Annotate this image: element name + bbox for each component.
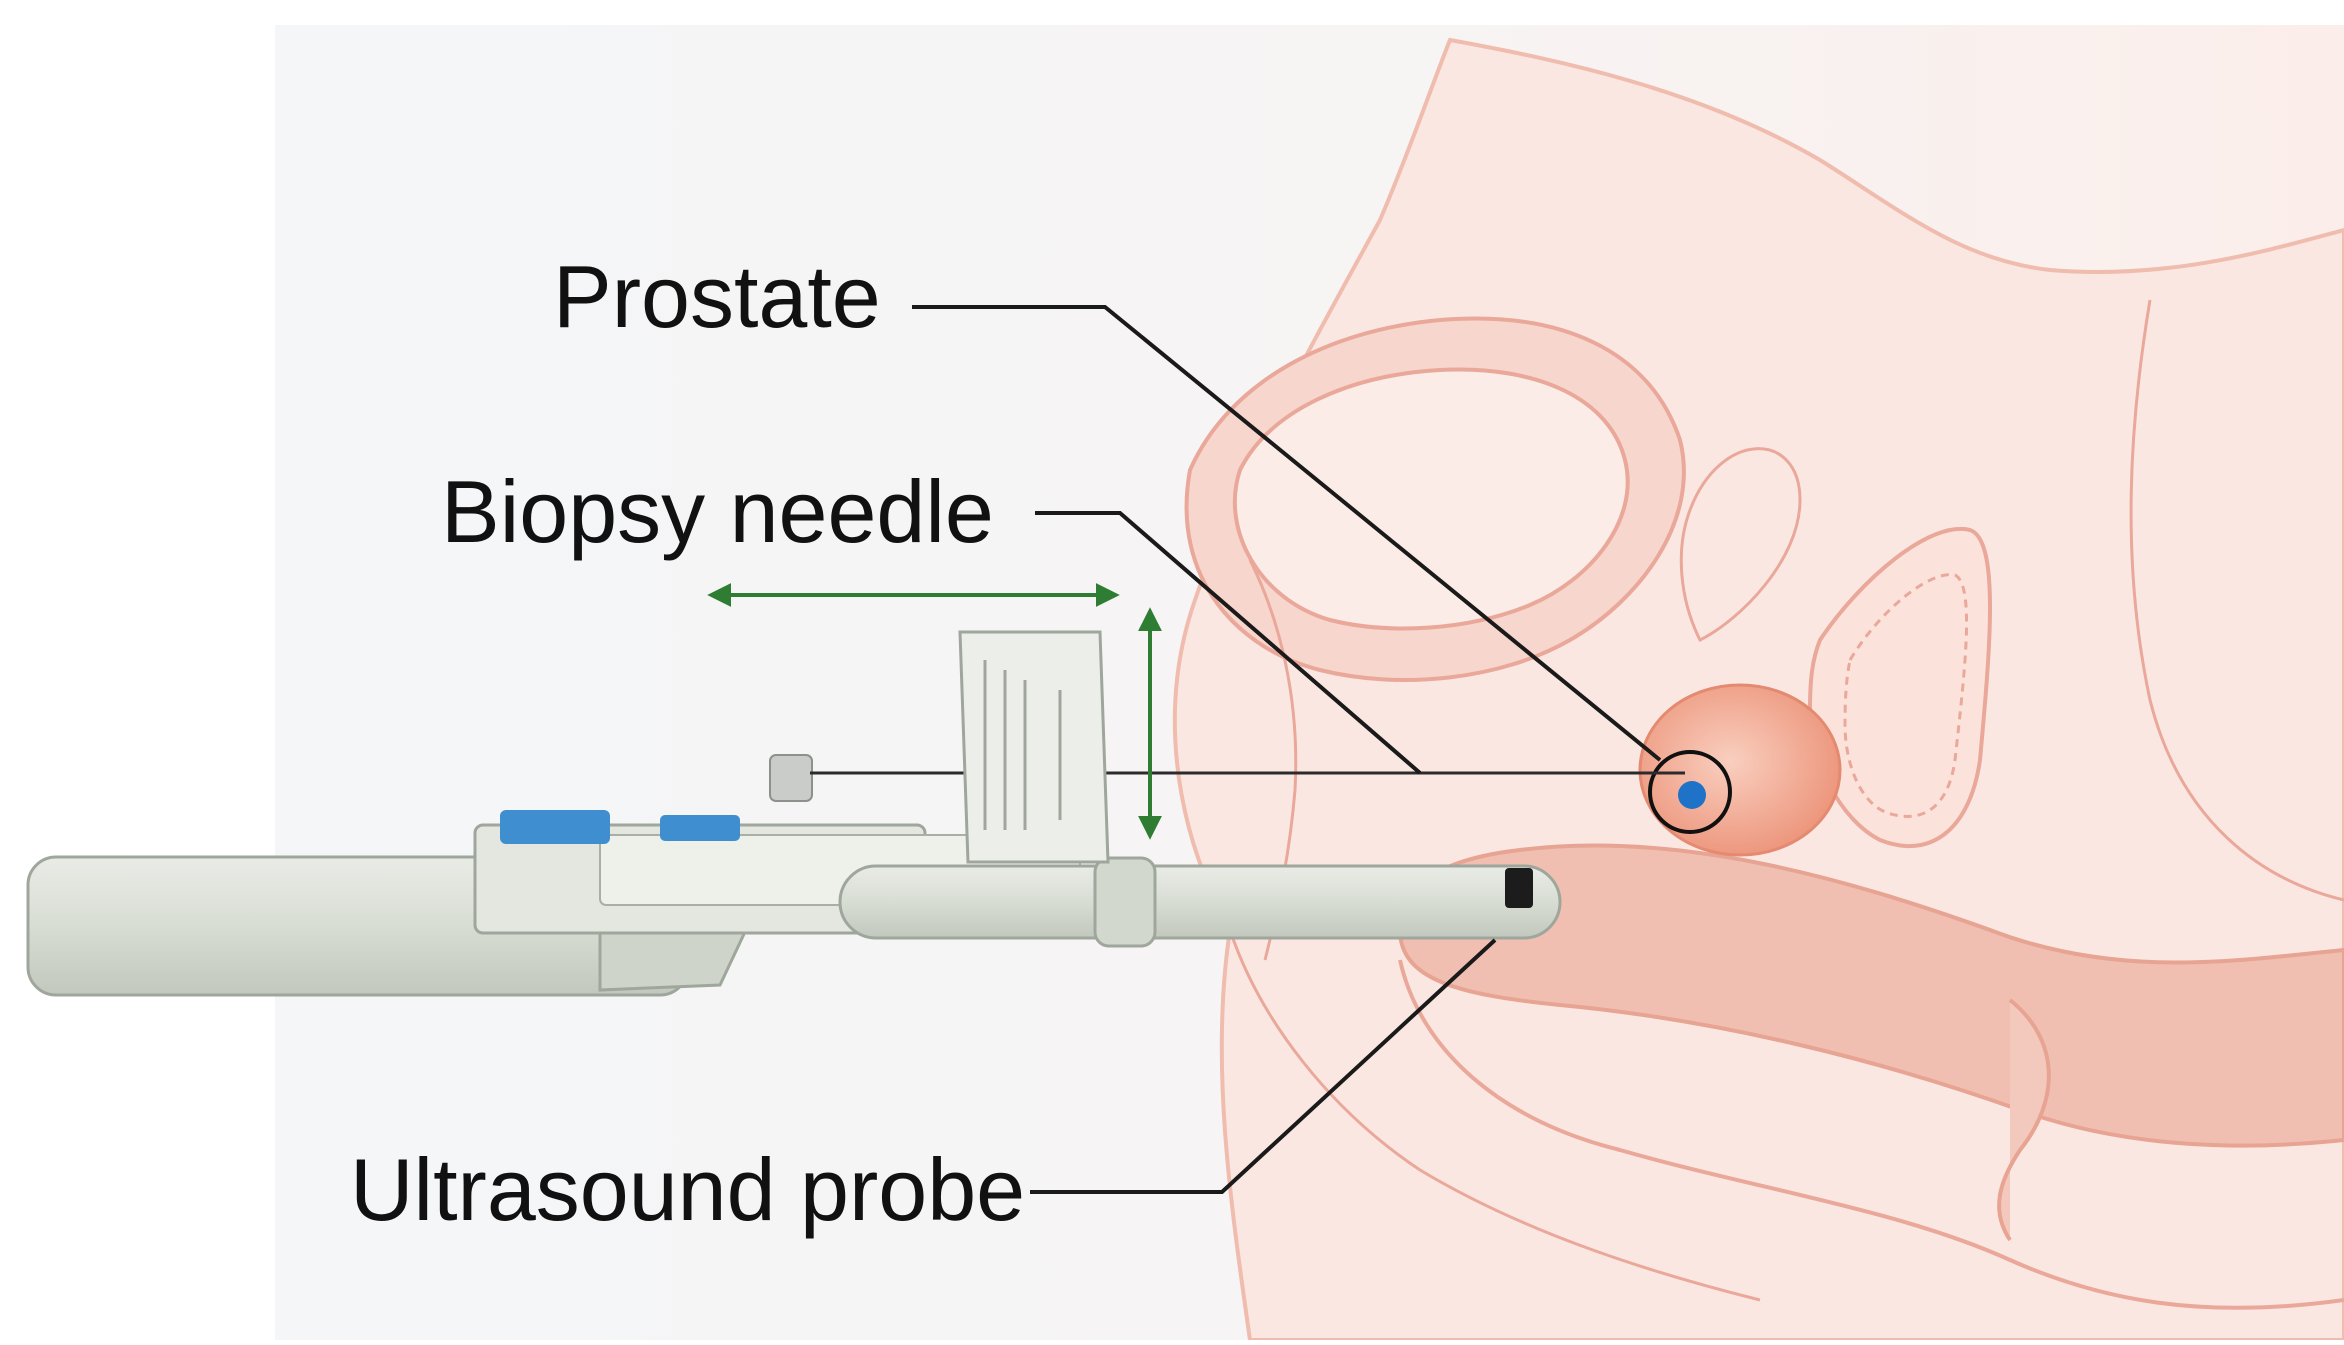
device-button-blue-1 <box>500 810 610 844</box>
device-button-blue-2 <box>660 815 740 841</box>
probe-collar <box>1095 858 1155 946</box>
label-biopsy-needle: Biopsy needle <box>441 468 994 556</box>
target-lesion <box>1678 781 1706 809</box>
probe-shaft <box>840 866 1560 938</box>
prostate-gland <box>1640 685 1840 855</box>
needle-hub <box>770 755 812 801</box>
label-prostate: Prostate <box>553 253 881 341</box>
needle-guide-plate <box>960 632 1108 862</box>
probe-transducer-tip <box>1505 868 1533 908</box>
label-ultrasound-probe: Ultrasound probe <box>350 1146 1025 1234</box>
